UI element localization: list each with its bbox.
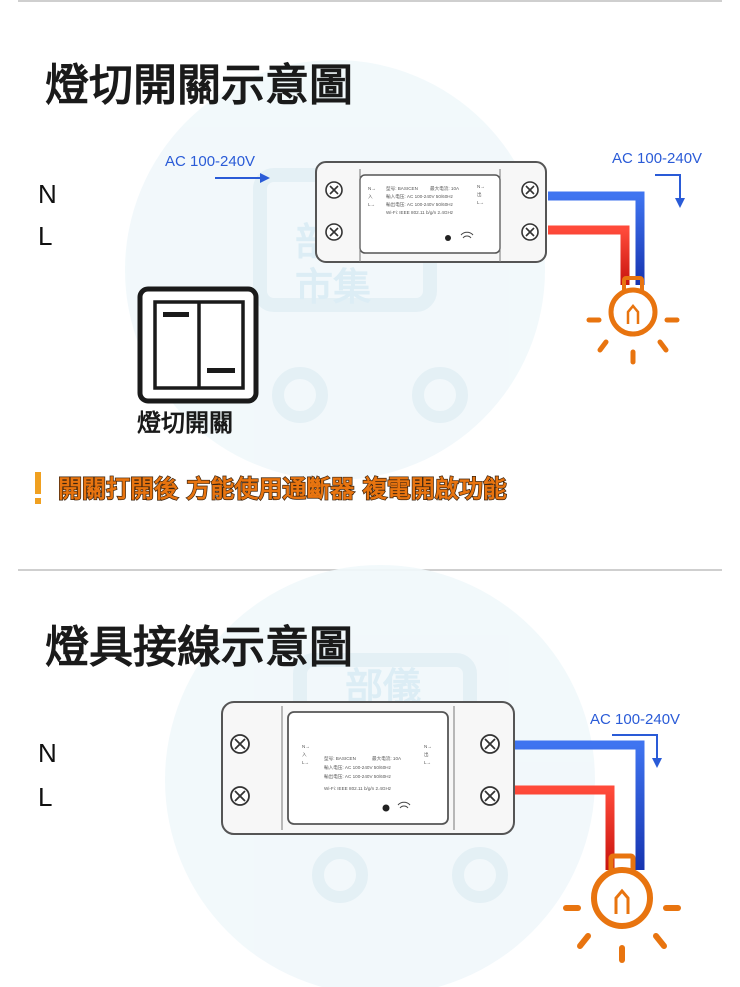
- svg-text:N→: N→: [368, 186, 376, 191]
- svg-text:出: 出: [477, 191, 482, 198]
- top-rule: [18, 0, 722, 2]
- neutral-wire-out-1: [548, 191, 645, 285]
- n-label-2: N: [38, 738, 57, 768]
- svg-text:L→: L→: [368, 202, 375, 207]
- neutral-wire-out-2: [512, 740, 645, 870]
- terminal-screw-icon: [325, 181, 539, 241]
- l-label-1: L: [38, 221, 52, 251]
- wall-switch: [137, 286, 259, 404]
- switch-label: 燈切開關: [137, 409, 233, 437]
- svg-text:出: 出: [424, 751, 429, 758]
- svg-text:L→: L→: [477, 200, 484, 205]
- svg-text:輸出电压: AC 100-240V 50/60Hz: 輸出电压: AC 100-240V 50/60Hz: [324, 773, 392, 780]
- l-label-2: L: [38, 782, 52, 812]
- output-arrow-1: [655, 174, 685, 208]
- svg-text:最大电流: 10A: 最大电流: 10A: [430, 185, 460, 192]
- n-label-1: N: [38, 179, 57, 209]
- warning-icon: [35, 472, 41, 494]
- svg-text:開關打開後 方能使用通斷器 複電開啟功能: 開關打開後 方能使用通斷器 複電開啟功能: [58, 475, 507, 503]
- svg-text:輸入电压: AC 100-240V 50/60Hz: 輸入电压: AC 100-240V 50/60Hz: [324, 764, 392, 771]
- smart-switch-device-2: 型号: BASICEN 最大电流: 10A 輸入电压: AC 100-240V …: [221, 701, 515, 835]
- svg-text:Wi-Fi: IEEE 802.11 b/g/n 2.4GH: Wi-Fi: IEEE 802.11 b/g/n 2.4GHz: [386, 210, 454, 215]
- svg-text:N→: N→: [424, 744, 432, 749]
- live-wire-in-1: [79, 221, 327, 290]
- notice-banner: 開關打開後 方能使用通斷器 複電開啟功能: [35, 472, 507, 504]
- output-voltage-label-2: AC 100-240V: [590, 711, 680, 728]
- wifi-icon: [445, 231, 474, 241]
- svg-text:入: 入: [368, 194, 373, 199]
- live-wire-out-1: [548, 225, 630, 285]
- svg-text:Wi-Fi: IEEE 802.11 b/g/n 2.4GH: Wi-Fi: IEEE 802.11 b/g/n 2.4GHz: [324, 786, 392, 791]
- svg-text:入: 入: [302, 752, 307, 757]
- wifi-icon: [382, 801, 411, 812]
- output-voltage-label-1: AC 100-240V: [612, 150, 702, 167]
- svg-text:N→: N→: [302, 744, 310, 749]
- svg-text:市集: 市集: [295, 265, 371, 309]
- svg-text:L→: L→: [302, 760, 309, 765]
- svg-text:型号: BASICEN: 型号: BASICEN: [386, 185, 418, 192]
- svg-text:型号: BASICEN: 型号: BASICEN: [324, 755, 356, 762]
- section1-title: 燈切開關示意圖: [45, 60, 353, 111]
- light-bulb-icon: [586, 276, 680, 365]
- section2-title: 燈具接線示意圖: [45, 622, 353, 673]
- input-voltage-label: AC 100-240V: [165, 153, 255, 170]
- output-arrow-2: [612, 734, 662, 768]
- svg-text:L→: L→: [424, 760, 431, 765]
- svg-text:N→: N→: [477, 184, 485, 189]
- svg-text:輸入电压: AC 100-240V 50/60Hz: 輸入电压: AC 100-240V 50/60Hz: [386, 193, 454, 200]
- live-wire-out-2: [512, 785, 615, 870]
- svg-text:輸出电压: AC 100-240V 50/60Hz: 輸出电压: AC 100-240V 50/60Hz: [386, 201, 454, 208]
- light-bulb-icon: [563, 853, 681, 963]
- smart-switch-device-1: 型号: BASICEN 最大电流: 10A 輸入电压: AC 100-240V …: [315, 161, 547, 263]
- input-arrow: [215, 173, 270, 183]
- terminal-screw-icon: [230, 734, 500, 806]
- svg-text:最大电流: 10A: 最大电流: 10A: [372, 755, 402, 762]
